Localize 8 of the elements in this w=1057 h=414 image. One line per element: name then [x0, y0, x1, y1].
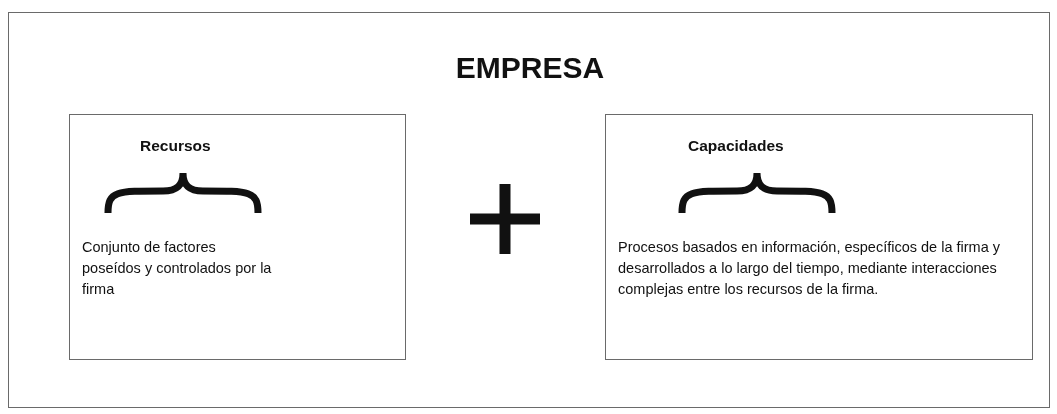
box-heading: Capacidades	[688, 137, 785, 155]
description-text: Procesos basados en información, específicos de la firma y desarrollados a lo largo del tiempo, mediante interacciones complejas entre los recursos de la firma.	[618, 238, 1002, 299]
concept-box	[69, 114, 406, 360]
box-heading: Recursos	[140, 137, 212, 155]
enterprise-frame	[8, 12, 1050, 408]
description-text: Conjunto de factores poseídos y controlados por la firma	[82, 238, 273, 299]
concept-box	[605, 114, 1033, 360]
frame-heading: EMPRESA	[454, 51, 606, 85]
